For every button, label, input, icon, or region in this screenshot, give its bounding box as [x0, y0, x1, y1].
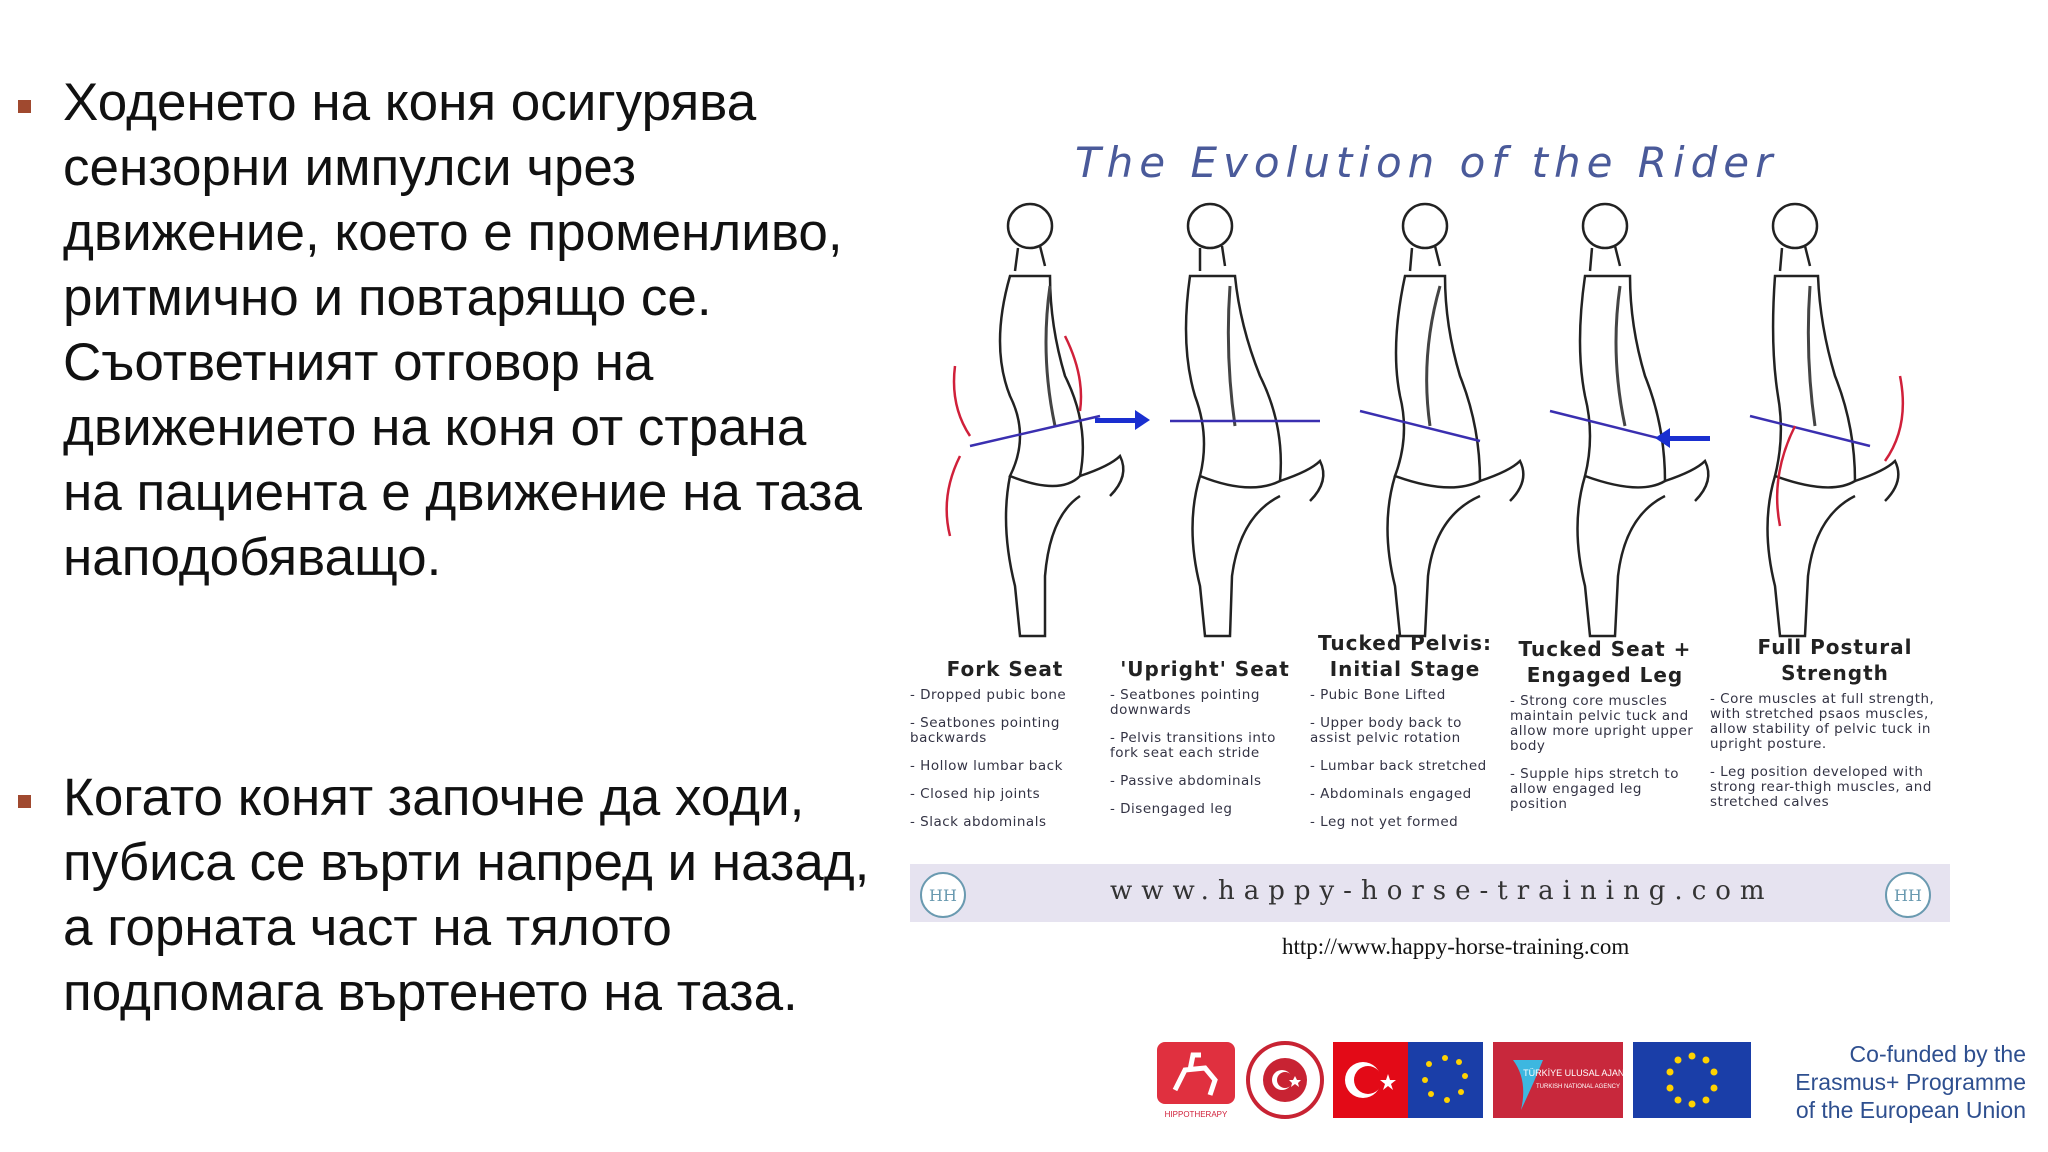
column-item: - Upper body back to assist pelvic rotat… — [1310, 715, 1462, 746]
column-heading: 'Upright' Seat — [1120, 657, 1290, 681]
column-item: - Dropped pubic bone — [910, 687, 1067, 703]
column-tucked-seat: Tucked Seat + Engaged Leg - Strong core … — [1510, 636, 1700, 825]
column-fork-seat: Fork Seat - Dropped pubic bone - Seatbon… — [910, 656, 1100, 843]
figure-title: The Evolution of the Rider — [1075, 138, 1779, 187]
cofunded-line: Co-funded by the — [1849, 1041, 2026, 1067]
hippotherapy-logo: HIPPOTHERAPY — [1157, 1042, 1235, 1119]
website-bar: HH www.happy-horse-training.com HH — [910, 864, 1950, 922]
skeleton-full-postural — [1766, 202, 1900, 638]
bullet-text: Когато конят започне да ходи, пубиса се … — [63, 768, 870, 1022]
column-heading: Fork Seat — [946, 657, 1064, 681]
agency-label: TÜRKİYE ULUSAL AJANSI — [1523, 1068, 1623, 1078]
bullet-marker — [18, 795, 31, 808]
column-upright-seat: 'Upright' Seat - Seatbones pointing down… — [1110, 656, 1300, 830]
ministry-seal-icon — [1246, 1041, 1324, 1119]
hippotherapy-label: HIPPOTHERAPY — [1165, 1110, 1228, 1119]
column-heading: Tucked Pelvis: Initial Stage — [1317, 631, 1493, 681]
pelvis-tilt-lines — [969, 409, 1871, 448]
skeleton-upright-seat — [1184, 202, 1325, 638]
column-item: - Pelvis transitions into fork seat each… — [1110, 730, 1276, 761]
column-item: - Closed hip joints — [910, 786, 1041, 802]
skeleton-fork-seat — [998, 202, 1125, 638]
website-url[interactable]: www.happy-horse-training.com — [1110, 876, 1774, 906]
rider-evolution-figure: The Evolution of the Rider — [910, 126, 2000, 926]
muscle-arrows — [945, 335, 1905, 537]
column-item: - Seatbones pointing backwards — [910, 715, 1060, 746]
rider-skeleton-illustration — [945, 202, 1905, 638]
bullet-marker — [18, 100, 31, 113]
agency-sublabel: TURKISH NATIONAL AGENCY — [1536, 1084, 1620, 1090]
column-item: - Leg not yet formed — [1310, 814, 1459, 830]
turkish-national-agency-logo: TÜRKİYE ULUSAL AJANSI TURKISH NATIONAL A… — [1493, 1042, 1623, 1118]
column-item: - Leg position developed with strong rea… — [1710, 764, 1932, 810]
eu-flag-icon — [1633, 1042, 1751, 1118]
column-item: - Disengaged leg — [1110, 801, 1233, 817]
column-item: - Strong core muscles maintain pelvic tu… — [1510, 693, 1694, 754]
skeleton-tucked-seat — [1576, 202, 1710, 638]
column-heading: Full Postural Strength — [1757, 635, 1913, 685]
happy-horse-logo: HH — [920, 872, 966, 918]
column-tucked-pelvis: Tucked Pelvis: Initial Stage - Pubic Bon… — [1310, 630, 1500, 843]
turkey-eu-flags-icon — [1333, 1042, 1483, 1118]
bullet-item: Ходенето на коня осигурява сензорни импу… — [18, 70, 878, 590]
column-item: - Hollow lumbar back — [910, 758, 1063, 774]
column-item: - Abdominals engaged — [1310, 786, 1472, 802]
column-item: - Supple hips stretch to allow engaged l… — [1510, 766, 1679, 812]
spine-lines — [1044, 285, 1817, 427]
column-item: - Seatbones pointing downwards — [1110, 687, 1260, 718]
cofunded-text: Co-funded by the Erasmus+ Programme of t… — [1776, 1040, 2026, 1124]
direction-arrows — [1095, 410, 1710, 448]
bullet-item: Когато конят започне да ходи, пубиса се … — [18, 765, 878, 1025]
column-item: - Core muscles at full strength, with st… — [1710, 691, 1935, 752]
column-item: - Lumbar back stretched — [1310, 758, 1487, 774]
cofunded-line: of the European Union — [1795, 1097, 2026, 1123]
column-item: - Slack abdominals — [910, 814, 1047, 830]
column-heading: Tucked Seat + Engaged Leg — [1518, 637, 1692, 687]
source-link[interactable]: http://www.happy-horse-training.com — [1282, 934, 1630, 959]
skeleton-figures — [998, 202, 1900, 638]
cofunded-line: Erasmus+ Programme — [1795, 1069, 2026, 1095]
skeleton-tucked-pelvis — [1386, 202, 1525, 638]
column-item: - Pubic Bone Lifted — [1310, 687, 1446, 703]
column-item: - Passive abdominals — [1110, 773, 1262, 789]
bullet-text: Ходенето на коня осигурява сензорни импу… — [63, 73, 862, 587]
happy-horse-logo: HH — [1885, 872, 1931, 918]
column-full-postural: Full Postural Strength - Core muscles at… — [1710, 634, 1960, 823]
